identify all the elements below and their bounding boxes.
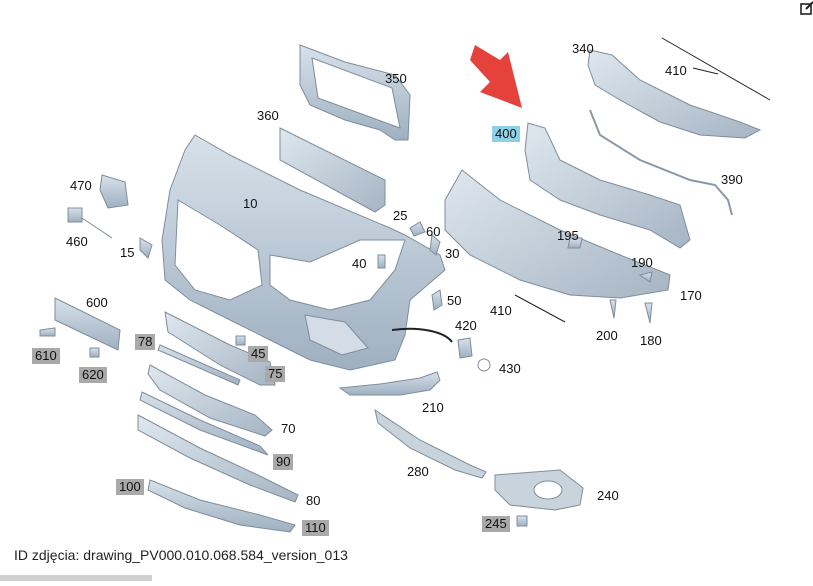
label-80: 80	[306, 493, 321, 508]
part-360-grille-insert	[279, 127, 386, 213]
label-60: 60	[426, 224, 441, 239]
edit-icon[interactable]	[799, 0, 813, 16]
label-340: 340	[572, 41, 594, 56]
part-410-underbody-shield	[444, 169, 671, 299]
part-210-spoiler	[338, 371, 441, 396]
label-610[interactable]: 610	[32, 348, 60, 364]
label-600: 600	[86, 295, 108, 310]
label-240: 240	[597, 488, 619, 503]
label-200: 200	[596, 328, 618, 343]
label-25: 25	[393, 208, 408, 223]
label-245[interactable]: 245	[482, 516, 510, 532]
part-80-strip	[137, 414, 299, 503]
label-360: 360	[257, 108, 279, 123]
label-420: 420	[455, 318, 477, 333]
label-70: 70	[281, 421, 296, 436]
image-id-caption: ID zdjęcia: drawing_PV000.010.068.584_ve…	[14, 547, 348, 563]
label-100[interactable]: 100	[116, 479, 144, 495]
label-170: 170	[680, 288, 702, 303]
label-45[interactable]: 45	[248, 346, 269, 362]
label-195: 195	[557, 228, 579, 243]
part-340-crossmember	[587, 49, 762, 139]
label-350: 350	[385, 71, 407, 86]
label-15: 15	[120, 245, 135, 260]
footer-bar	[0, 575, 152, 581]
part-75-trim	[164, 311, 276, 386]
label-50: 50	[447, 293, 462, 308]
label-75[interactable]: 75	[265, 366, 286, 382]
label-10: 10	[243, 196, 258, 211]
part-110-strip	[147, 479, 296, 533]
label-110[interactable]: 110	[302, 520, 329, 536]
part-70-grille-strip	[147, 364, 273, 437]
label-90[interactable]: 90	[273, 454, 294, 470]
label-620[interactable]: 620	[79, 367, 107, 383]
label-470: 470	[70, 178, 92, 193]
label-30: 30	[445, 246, 460, 261]
part-10-bumper-cover	[161, 134, 446, 371]
part-600-plate-holder	[54, 297, 121, 351]
label-180: 180	[640, 333, 662, 348]
label-210: 210	[422, 400, 444, 415]
label-460: 460	[66, 234, 88, 249]
label-280: 280	[407, 464, 429, 479]
label-410-top: 410	[665, 63, 687, 78]
part-400-carrier	[524, 122, 691, 249]
part-390-cable	[589, 109, 733, 216]
label-410-bottom: 410	[490, 303, 512, 318]
label-430: 430	[499, 361, 521, 376]
label-40: 40	[352, 256, 367, 271]
label-190: 190	[631, 255, 653, 270]
label-400[interactable]: 400	[492, 126, 520, 142]
part-90-strip	[139, 391, 269, 456]
label-390: 390	[721, 172, 743, 187]
part-78-strip	[157, 344, 241, 386]
label-78[interactable]: 78	[135, 334, 156, 350]
red-arrow-icon	[470, 45, 522, 108]
part-280-lower-grille	[374, 408, 487, 479]
